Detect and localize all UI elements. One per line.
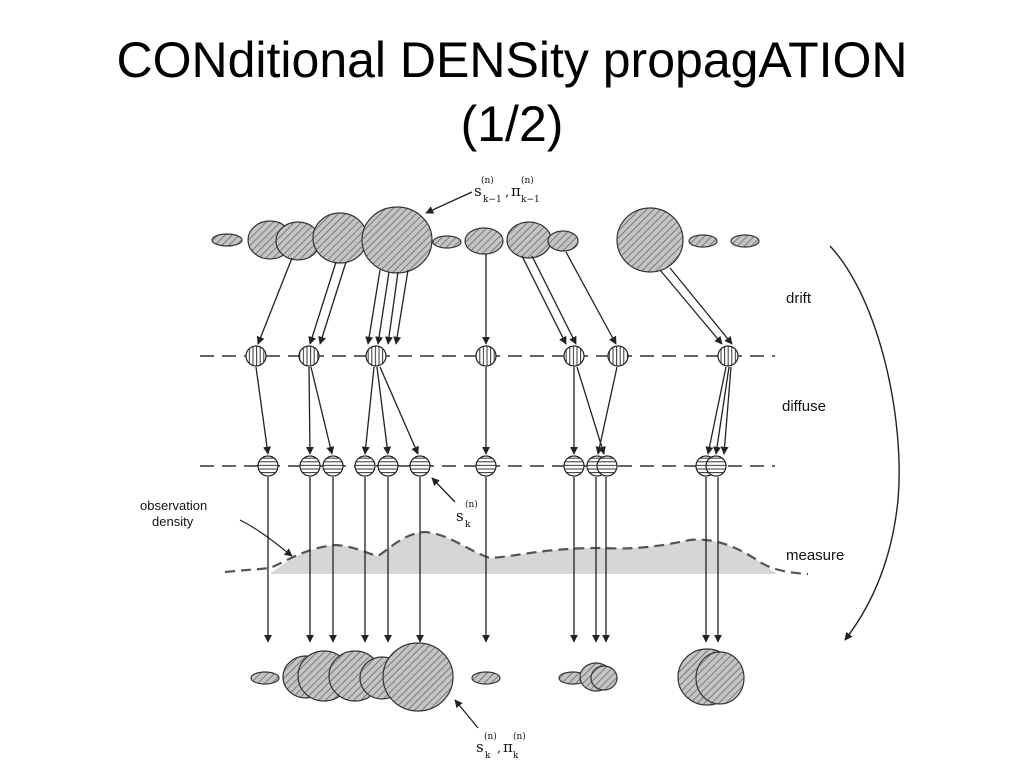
posterior-sample [250,671,280,685]
diffuse-arrows [255,366,732,455]
diffused-sample [322,455,344,477]
stage-label-measure: measure [786,547,844,564]
drifted-sample [563,345,585,367]
drift-arrow [256,257,293,345]
diffused-samples [257,455,727,477]
drifted-samples [245,345,739,367]
measure-arrows [264,477,722,643]
diffuse-arrow [705,366,727,455]
diffuse-arrow [361,366,375,455]
posterior-symbol: (n) s k , (n) π k [476,731,526,761]
diffused-sample [257,455,279,477]
diffuse-arrow [255,366,271,455]
sample-s: s [456,507,464,525]
drift-arrow [385,271,399,345]
sample-s-sub: k [465,520,471,530]
drifted-sample [717,345,739,367]
observation-label-line-1: observation [140,498,207,513]
posterior-comma: , [497,741,501,756]
prior-sample [361,206,433,274]
prior-comma: , [505,185,509,200]
diffused-sample [475,455,497,477]
diffused-sample [563,455,585,477]
observation-label-line-2: density [152,514,194,529]
drift-arrow [375,271,390,345]
drift-arrows [256,251,733,345]
posterior-sample [471,671,501,685]
sample-s-sup: (n) [465,499,478,510]
diffused-sample [409,455,431,477]
drift-arrow [669,267,733,345]
diffuse-arrow [713,366,730,455]
drifted-sample [245,345,267,367]
prior-sample [547,230,579,252]
slide-title-line-2: (1/2) [460,96,564,152]
sample-pointer-arrow [431,477,456,503]
sample-symbol: (n) s k [456,499,478,530]
drift-arrow [308,261,337,345]
drift-arrow [659,269,723,345]
diffused-sample [299,455,321,477]
iteration-cycle-arrow [829,245,900,641]
prior-pi-sub: k−1 [521,195,540,205]
diffuse-arrow [376,366,392,455]
diffused-sample [705,455,727,477]
prior-sample [211,233,243,247]
posterior-s-sup: (n) [484,731,497,742]
diffuse-arrow [305,366,314,455]
prior-s: s [474,182,482,200]
prior-pi-sup: (n) [521,175,534,186]
stage-label-drift: drift [786,290,812,307]
diffuse-arrow [310,366,335,455]
prior-sample [432,235,462,249]
observation-density-curve [224,530,809,576]
prior-pi: π [511,182,521,200]
prior-pointer-arrow [425,191,473,214]
slide-title-line-1: CONditional DENSity propagATION [116,32,908,88]
diffused-sample [354,455,376,477]
diffuse-arrow [595,366,618,455]
diffused-sample [596,455,618,477]
diffused-sample [377,455,399,477]
observation-leader-line [239,519,293,557]
posterior-s: s [476,738,484,756]
stage-label-diffuse: diffuse [782,398,826,415]
prior-symbol: (n) s k−1 , (n) π k−1 [474,175,540,205]
prior-sample [506,221,552,259]
drifted-sample [475,345,497,367]
prior-sample [730,234,760,248]
drift-arrow [393,269,409,345]
prior-sample [688,234,718,248]
diffuse-arrow [720,366,732,455]
prior-s-sup: (n) [481,175,494,186]
drift-arrow [521,255,567,345]
drifted-sample [607,345,629,367]
diffuse-arrow [379,366,419,455]
prior-sample-set [211,206,760,274]
posterior-pi-sub: k [513,751,519,761]
posterior-pi-sup: (n) [513,731,526,742]
drift-arrow [565,251,617,345]
drift-arrow [318,261,347,345]
posterior-sample [695,651,745,705]
posterior-pointer-arrow [454,699,479,729]
prior-s-sub: k−1 [483,195,502,205]
diffuse-arrow [576,366,606,455]
posterior-sample [382,642,454,712]
prior-sample [312,212,368,264]
drifted-sample [298,345,320,367]
slide-title: CONditional DENSity propagATION (1/2) [0,28,1024,156]
posterior-sample-set [250,642,745,712]
posterior-sample [590,665,618,691]
posterior-pi: π [503,738,513,756]
prior-sample [616,207,684,273]
posterior-s-sub: k [485,751,491,761]
drift-arrow [365,269,381,345]
drift-arrow [531,255,577,345]
drifted-sample [365,345,387,367]
prior-sample [464,227,504,255]
